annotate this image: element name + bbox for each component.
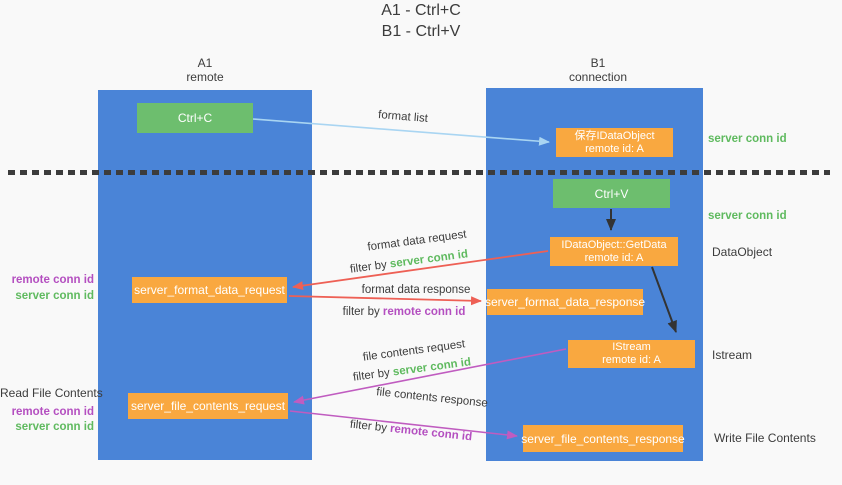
server-format-data-response-label: server_format_data_response [484,295,646,309]
annotation-server-conn-id-left-1: server conn id [15,290,94,302]
save-idataobject-line2: remote id: A [585,142,644,155]
dotted-separator [8,170,830,175]
lane-b1-name: B1 [590,56,606,70]
annotation-read-file-contents: Read File Contents [0,386,103,400]
server-file-contents-response-label: server_file_contents_response [521,431,685,446]
arrow-format-data-response [288,295,482,306]
lane-a1-subtitle: remote [186,70,224,84]
getdata-line2: remote id: A [584,251,644,264]
filter-by-text: filter by [349,258,391,276]
node-server-file-contents-response: server_file_contents_response [521,425,685,452]
label-format-list: format list [377,109,429,125]
lane-a1-name: A1 [197,56,213,70]
label-format-data-response: format data response [361,284,471,296]
lane-header-b1: B1 connection [538,56,658,84]
filter-by-text: filter by [352,366,394,384]
lane-b1-subtitle: connection [568,70,628,84]
remote-conn-id-text: remote conn id [382,306,466,318]
title-line-1: A1 - Ctrl+C [381,2,461,19]
annotation-istream: Istream [712,348,753,362]
save-idataobject-line1: 保存IDataObject [574,129,655,142]
node-ctrl-v: Ctrl+V [553,179,670,208]
ctrl-v-label: Ctrl+V [594,186,629,201]
annotation-server-conn-id-left-2: server conn id [15,421,94,433]
server-conn-id-text: server conn id [392,356,472,379]
node-server-format-data-request: server_format_data_request [132,277,287,303]
label-filter-remote-conn-1: filter by remote conn id [343,306,466,318]
annotation-dataobject: DataObject [712,245,773,259]
ctrl-c-label: Ctrl+C [177,111,213,125]
diagram-title: A1 - Ctrl+C B1 - Ctrl+V [0,0,842,42]
node-server-format-data-response: server_format_data_response [484,289,646,315]
server-format-data-request-label: server_format_data_request [134,283,285,297]
label-file-contents-response: file contents response [375,386,489,410]
annotation-server-conn-id-mid: server conn id [708,210,787,222]
filter-by-text: filter by [349,418,391,435]
label-filter-server-conn-1: filter by server conn id [349,248,468,275]
server-conn-id-text: server conn id [389,248,469,271]
server-file-contents-request-label: server_file_contents_request [130,399,286,413]
istream-line2: remote id: A [602,354,661,366]
istream-line1: IStream [612,341,651,353]
remote-conn-id-text: remote conn id [389,422,473,444]
filter-by-text: filter by [342,306,383,318]
annotation-write-file-contents: Write File Contents [714,431,816,445]
node-istream: IStream remote id: A [568,340,695,368]
annotation-remote-conn-id-left-1: remote conn id [11,274,94,286]
node-save-idataobject: 保存IDataObject remote id: A [556,128,673,157]
label-filter-remote-conn-2: filter by remote conn id [349,419,472,444]
getdata-line1: IDataObject::GetData [561,238,667,251]
title-line-2: B1 - Ctrl+V [381,23,461,40]
lane-header-a1: A1 remote [145,56,265,84]
node-server-file-contents-request: server_file_contents_request [128,393,288,419]
node-idataobject-getdata: IDataObject::GetData remote id: A [550,237,678,266]
node-ctrl-c: Ctrl+C [137,103,253,133]
annotation-server-conn-id-top: server conn id [708,133,787,145]
annotation-remote-conn-id-left-2: remote conn id [11,406,94,418]
